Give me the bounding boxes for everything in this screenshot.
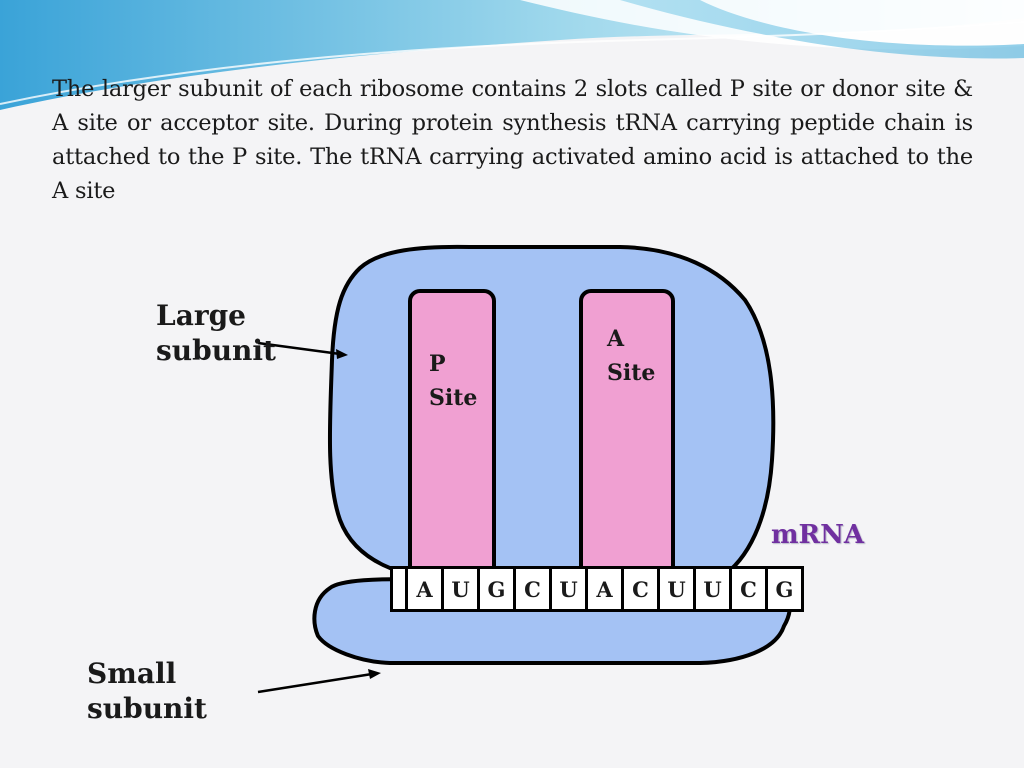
mrna-base: U xyxy=(657,569,693,609)
mrna-strand: A U G C U A C U U C G xyxy=(390,566,804,612)
large-subunit-label-line2: subunit xyxy=(156,334,276,367)
a-site-label: A Site xyxy=(607,322,655,390)
a-site-label-line2: Site xyxy=(607,360,656,386)
mrna-base: U xyxy=(549,569,585,609)
small-subunit-arrow xyxy=(257,672,373,694)
a-site-label-line1: A xyxy=(607,326,625,352)
large-subunit-label-line1: Large xyxy=(156,299,246,332)
mrna-base: G xyxy=(765,569,801,609)
p-site-slot xyxy=(408,289,496,593)
mrna-base: U xyxy=(693,569,729,609)
mrna-base: G xyxy=(477,569,513,609)
small-subunit-label-line2: subunit xyxy=(87,692,207,725)
p-site-label-line2: Site xyxy=(429,385,478,411)
mrna-base: A xyxy=(585,569,621,609)
header-wave-decoration xyxy=(0,0,1024,110)
small-subunit-label-line1: Small xyxy=(87,657,177,690)
mrna-base: C xyxy=(729,569,765,609)
large-subunit-arrow xyxy=(257,341,341,356)
large-subunit-shape xyxy=(327,244,776,583)
p-site-label: P Site xyxy=(429,347,477,415)
mrna-base: C xyxy=(513,569,549,609)
large-subunit-arrowhead xyxy=(336,349,348,359)
small-subunit-label: Small subunit xyxy=(87,656,207,726)
intro-paragraph: The larger subunit of each ribosome cont… xyxy=(52,76,973,204)
small-subunit-arrowhead xyxy=(368,669,381,679)
mrna-base: C xyxy=(621,569,657,609)
mrna-label: mRNA xyxy=(771,520,865,550)
mrna-base: A xyxy=(405,569,441,609)
mrna-strand-start xyxy=(393,569,405,609)
mrna-base: U xyxy=(441,569,477,609)
p-site-label-line1: P xyxy=(429,351,446,377)
large-subunit-label: Large subunit xyxy=(156,298,276,368)
